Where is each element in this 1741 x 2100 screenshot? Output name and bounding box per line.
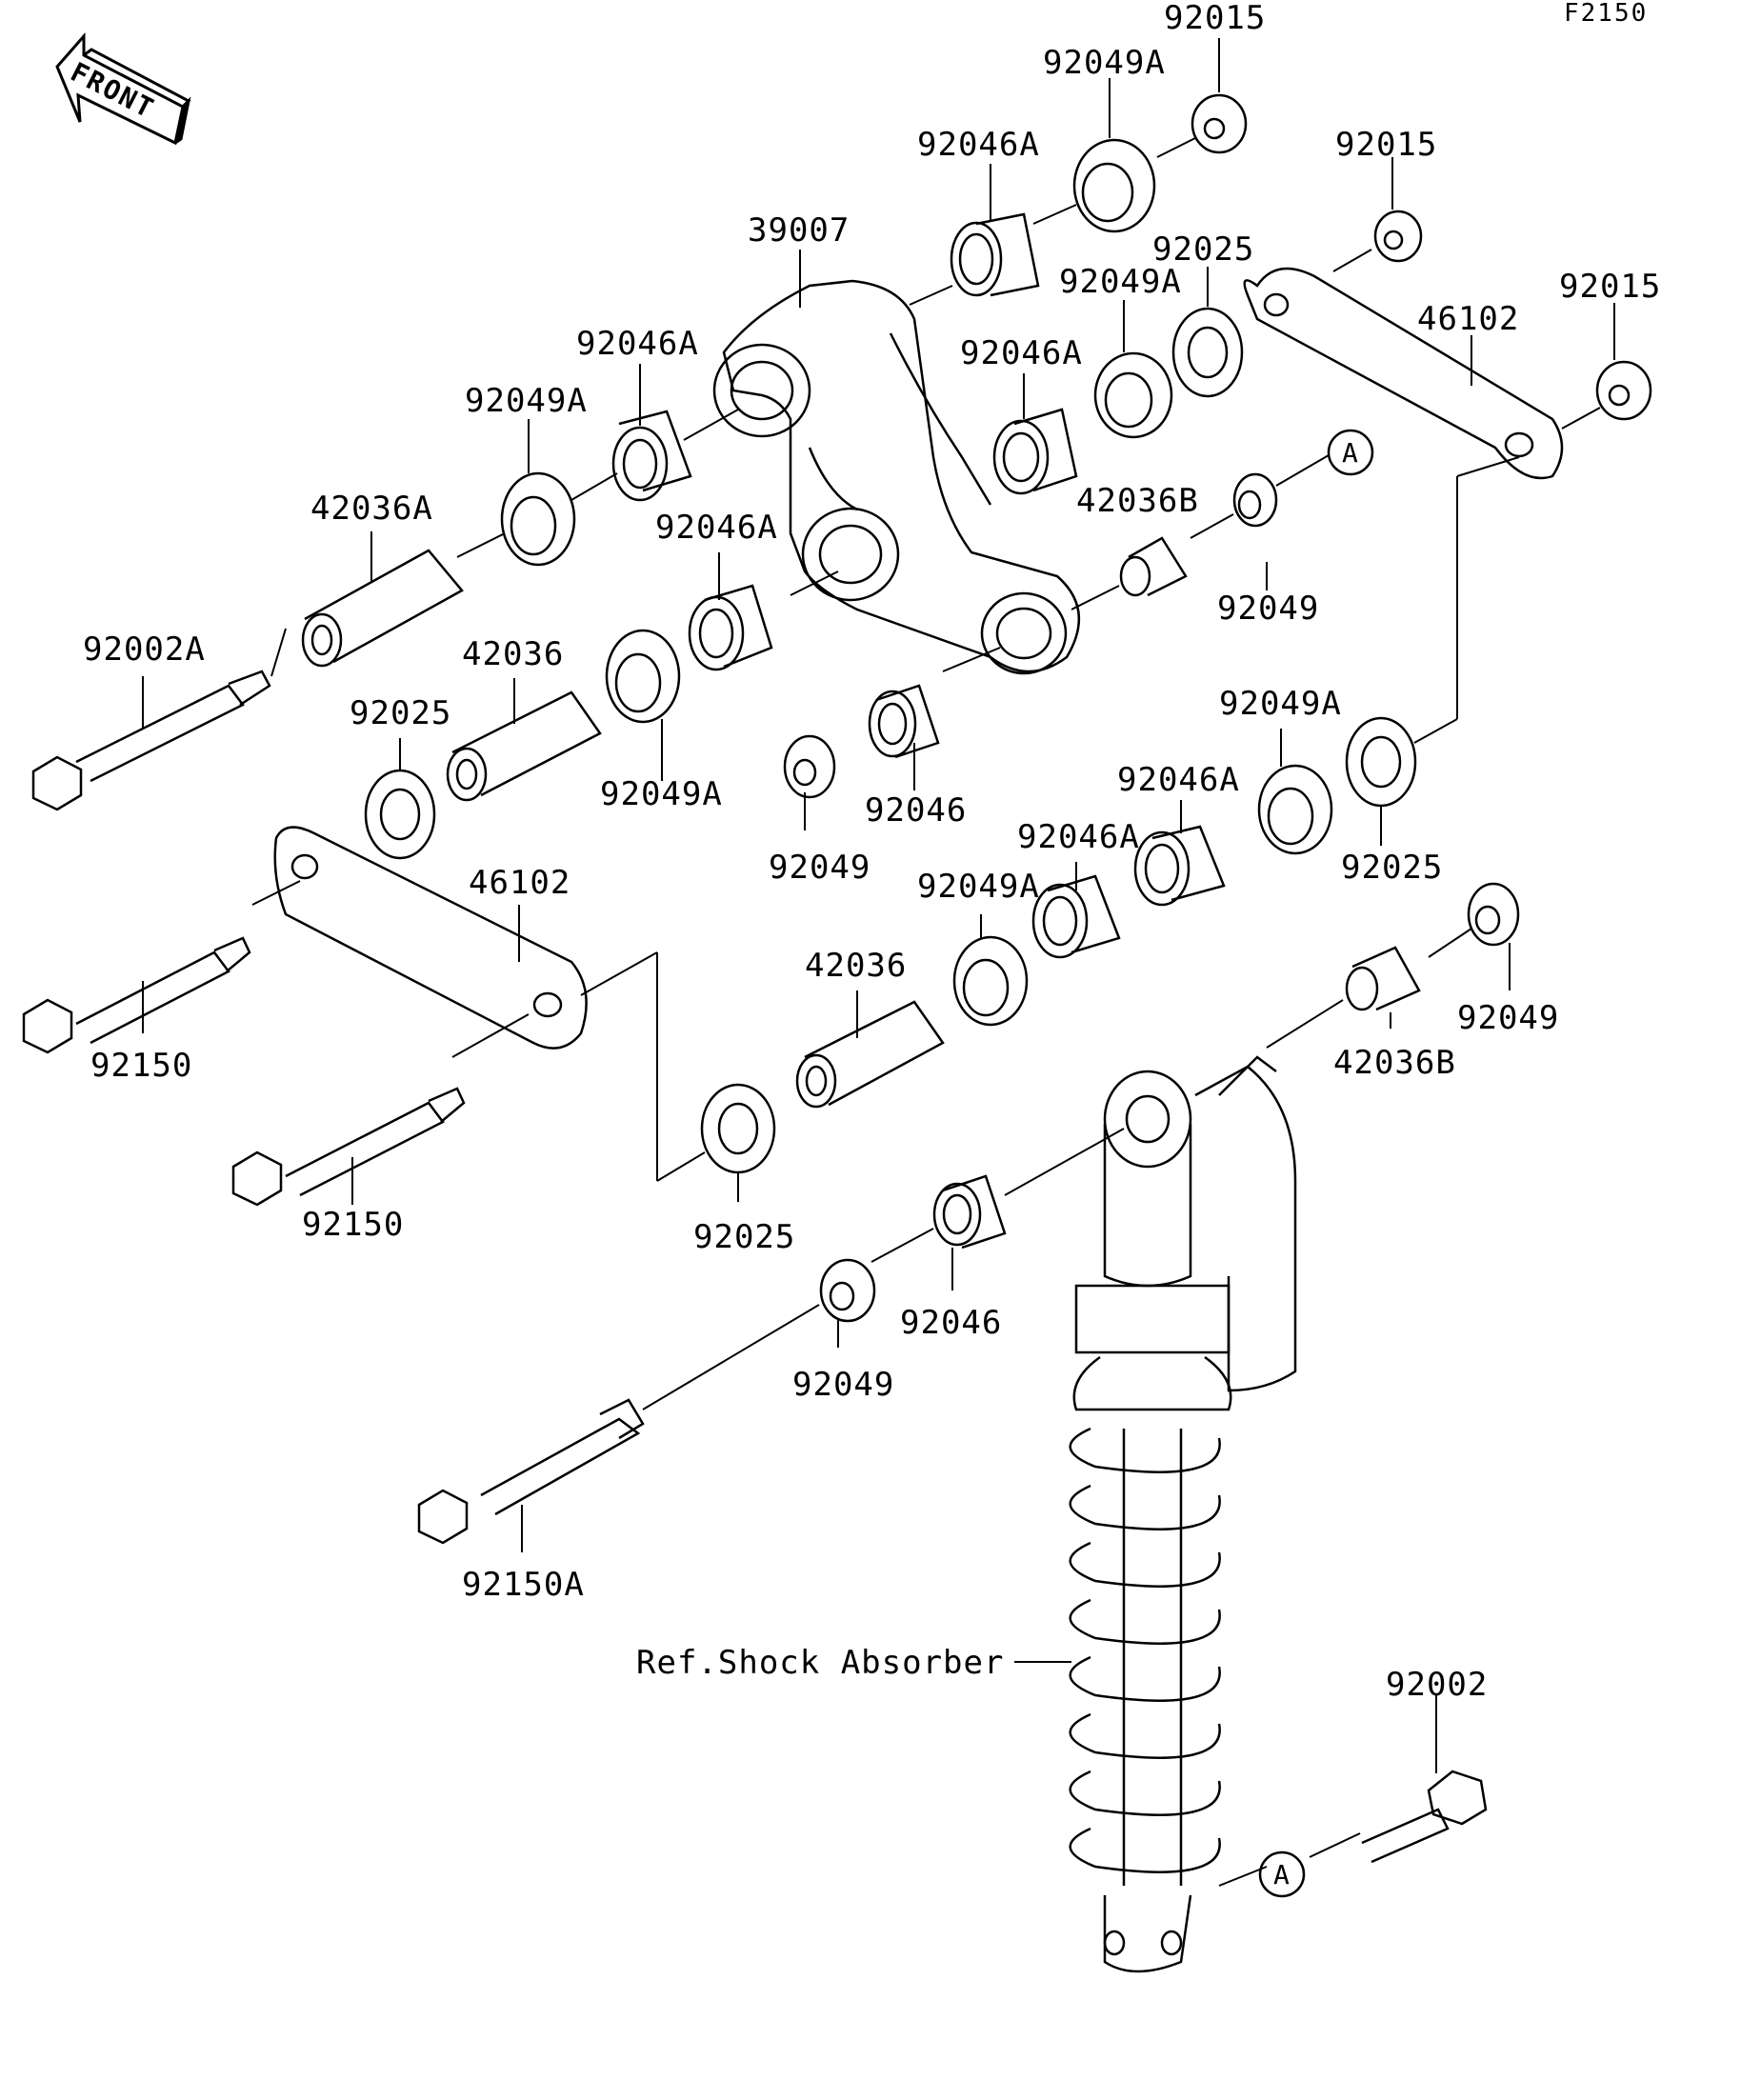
part-label: 92049A [465,382,588,420]
bolt-92002A [31,670,271,811]
connector-mark: A [1342,437,1358,469]
nut-92015-top [1191,93,1248,154]
part-label: 92150 [90,1047,192,1085]
connector-circle-a-bottom [1258,1850,1306,1898]
part-label: 92015 [1559,268,1661,306]
part-labels: 92015 92049A 92046A 92015 39007 92025 92… [83,0,1661,1704]
part-label: 42036 [805,947,907,985]
part-label: 92025 [1152,230,1254,269]
bearing-92046-lower [932,1174,1007,1250]
part-label: 42036B [1076,482,1199,520]
part-label: 92150 [302,1206,404,1244]
bearing-92046A-left [611,410,692,502]
part-label: 92025 [350,694,451,732]
bearing-92046A-top [950,212,1040,297]
part-label: 92046A [655,509,778,547]
part-label: 92002 [1386,1666,1488,1704]
link-plate-46102-upper [1243,267,1564,480]
collar-42036B-lower [1345,946,1421,1011]
part-label: 42036B [1333,1044,1456,1082]
part-label: 92015 [1164,0,1266,37]
bearing-92046A-mid [992,408,1078,495]
alignment-lines [251,137,1601,1887]
seal-92049A-right [1257,764,1333,855]
callout-leaders [142,38,1615,1773]
washer-92025-top [1171,307,1244,398]
bolt-92150A [417,1398,645,1545]
part-label: 92150A [462,1566,585,1604]
seal-92049-center [783,734,836,799]
part-label: 92015 [1335,126,1437,164]
part-label: 92049A [600,775,723,813]
washer-92025-left [364,769,436,860]
part-label: 39007 [748,211,850,250]
seal-92049-lower [819,1258,876,1323]
bolt-92002 [1361,1770,1488,1864]
part-label: 92049 [1457,999,1559,1037]
part-label: 46102 [1417,300,1519,338]
connector-mark: A [1273,1859,1290,1890]
seal-92049A-left [500,471,576,567]
part-label: 42036 [462,635,564,673]
reference-label: Ref.Shock Absorber [636,1644,1004,1682]
part-label: 92049A [1219,685,1342,723]
collar-42036-lower [795,1000,945,1109]
connector-circle-a-top [1327,429,1374,476]
part-label: 92049 [792,1366,894,1404]
part-label: 92046A [576,325,699,363]
collar-42036A [301,549,464,668]
link-plate-46102-lower [273,826,588,1050]
bearing-92046A-center [688,584,773,671]
part-label: 92049A [1059,263,1182,301]
part-label: 92046 [900,1304,1002,1342]
part-label: 92046A [960,334,1083,372]
bearing-92046A-right [1133,825,1226,907]
part-label: 46102 [469,864,570,902]
part-label: 92025 [693,1218,795,1256]
rocker-arm-39007 [712,279,1081,675]
part-label: 92046 [865,791,967,830]
bolt-92150-lower [231,1087,466,1207]
part-label: 92049 [769,849,870,887]
bearing-92046A-lower [1031,874,1121,959]
part-label: 92046A [1017,818,1140,856]
seal-92049A-center [605,629,681,724]
shock-absorber [1069,1055,1297,1973]
seal-92049A-lower [952,935,1029,1027]
part-label: 92046A [917,126,1040,164]
seal-92049-top [1232,472,1278,528]
bolt-92150-upper [22,936,251,1054]
figure-code: F2150 [1564,0,1648,28]
seal-92049-right [1467,882,1520,947]
part-label: 92049A [1043,44,1166,82]
part-label: 92049A [917,868,1040,906]
collar-42036-upper [446,690,602,802]
nut-92015-mid [1373,210,1423,263]
part-label: 92046A [1117,761,1240,799]
part-label: 92025 [1341,849,1443,887]
seal-92049A-top [1072,138,1156,233]
part-label: 42036A [310,490,433,528]
seal-92049A-mid [1093,351,1173,439]
collar-42036B-top [1119,536,1188,597]
part-label: 92049 [1217,590,1319,628]
part-label: 92002A [83,630,206,669]
nut-92015-right [1595,360,1652,421]
bearing-92046-center [868,684,940,759]
